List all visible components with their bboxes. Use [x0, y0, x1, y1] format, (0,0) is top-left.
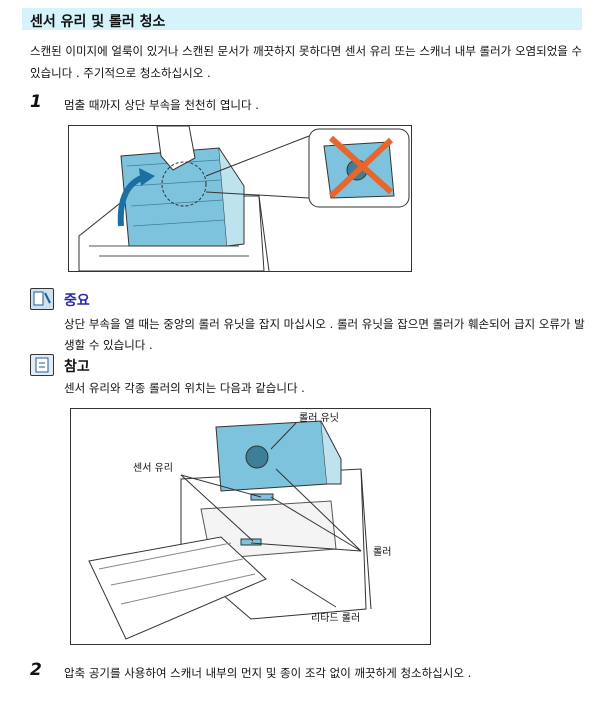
important-title: 중요 [64, 293, 90, 309]
prohibited-cross-icon [328, 135, 394, 199]
step-2-text: 압축 공기를 사용하여 스캐너 내부의 먼지 및 종이 조각 없이 깨끗하게 청… [64, 666, 472, 680]
step-2-number: 2 [30, 660, 42, 680]
label-roller: 롤러 [373, 546, 391, 558]
step-1-number: 1 [30, 92, 42, 112]
scanner-open-illustration [78, 125, 410, 272]
figure-roller-locations: 롤러 유닛 센서 유리 롤러 리타드 롤러 [70, 408, 431, 645]
figure-open-cover [68, 125, 412, 272]
scanner-internal-illustration: 롤러 유닛 센서 유리 롤러 리타드 롤러 [88, 412, 391, 640]
clipboard-note-icon [30, 354, 54, 376]
step-1-text: 멈출 때까지 상단 부속을 천천히 엽니다 . [64, 98, 259, 112]
label-retard-roller: 리타드 롤러 [311, 612, 360, 624]
intro-paragraph: 스캔된 이미지에 얼룩이 있거나 스캔된 문서가 깨끗하지 못하다면 센서 유리… [30, 44, 583, 80]
label-sensor-glass: 센서 유리 [133, 462, 173, 474]
page-title: 센서 유리 및 롤러 청소 [30, 14, 166, 30]
page-title-bar: 센서 유리 및 롤러 청소 [22, 8, 582, 30]
book-pencil-icon [30, 288, 54, 310]
label-roller-unit: 롤러 유닛 [299, 412, 339, 424]
note-title: 참고 [64, 359, 90, 375]
note-body: 센서 유리와 각종 롤러의 위치는 다음과 같습니다 . [64, 381, 305, 395]
important-body: 상단 부속을 열 때는 중앙의 롤러 유닛을 잡지 마십시오 . 롤러 유닛을 … [64, 317, 585, 352]
